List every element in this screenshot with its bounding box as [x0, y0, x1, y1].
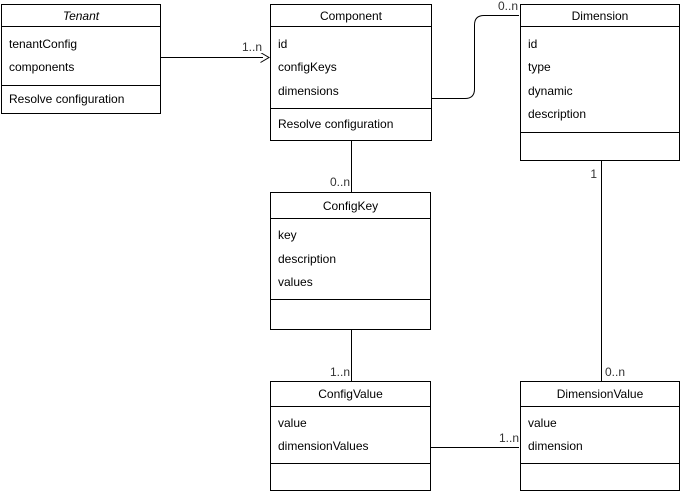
multiplicity-label: 1: [578, 168, 598, 180]
arrowhead-open-icon: [260, 52, 270, 63]
class-attribute: description: [278, 251, 337, 266]
class-box-dimension: Dimension id type dynamic description: [520, 4, 680, 161]
class-attributes-section: key description values: [271, 219, 430, 299]
class-box-configvalue: ConfigValue value dimensionValues: [270, 381, 431, 491]
class-attribute: id: [278, 36, 288, 51]
class-attributes-section: id configKeys dimensions: [271, 27, 431, 108]
class-title: Component: [271, 5, 431, 27]
class-attribute: components: [9, 60, 75, 75]
class-attribute: tenantConfig: [9, 36, 78, 51]
class-methods-section-empty: [271, 299, 430, 329]
class-title: ConfigKey: [271, 193, 430, 219]
class-method: Resolve configuration: [278, 117, 394, 131]
multiplicity-label: 0..n: [604, 365, 627, 379]
multiplicity-label: 1..n: [323, 366, 351, 378]
class-attribute: values: [278, 274, 313, 289]
class-method: Resolve configuration: [9, 92, 125, 106]
class-box-dimensionvalue: DimensionValue value dimension: [520, 381, 680, 491]
class-methods-section: Resolve configuration: [2, 85, 160, 113]
class-attribute: key: [278, 228, 297, 243]
class-attribute: id: [528, 36, 538, 51]
class-attributes-section: value dimension: [521, 407, 679, 463]
class-attribute: value: [278, 416, 307, 430]
class-title: Tenant: [2, 5, 160, 27]
class-attribute: dynamic: [528, 83, 573, 98]
class-attribute: dimension: [528, 439, 583, 453]
class-attributes-section: value dimensionValues: [271, 407, 430, 463]
class-methods-section-empty: [521, 132, 679, 160]
class-attribute: dimensions: [278, 83, 339, 98]
multiplicity-label: 0..n: [323, 176, 351, 188]
class-methods-section-empty: [271, 463, 430, 490]
class-methods-section-empty: [521, 463, 679, 490]
class-methods-section: Resolve configuration: [271, 108, 431, 140]
class-attribute: description: [528, 107, 587, 122]
multiplicity-label: 1..n: [235, 41, 263, 53]
class-attribute: dimensionValues: [278, 439, 369, 453]
class-attributes-section: id type dynamic description: [521, 27, 679, 132]
class-attribute: configKeys: [278, 60, 337, 74]
class-attributes-section: tenantConfig components: [2, 27, 160, 85]
class-title: Dimension: [521, 5, 679, 27]
class-title: ConfigValue: [271, 382, 430, 407]
class-box-tenant: Tenant tenantConfig components Resolve c…: [1, 4, 161, 114]
multiplicity-label: 0..n: [497, 0, 520, 13]
class-box-configkey: ConfigKey key description values: [270, 192, 431, 330]
class-attribute: value: [528, 416, 557, 430]
connector-component-dimension: [432, 15, 519, 99]
class-title: DimensionValue: [521, 382, 679, 407]
class-box-component: Component id configKeys dimensions Resol…: [270, 4, 432, 141]
class-attribute: type: [528, 60, 551, 75]
multiplicity-label: 1..n: [492, 432, 520, 444]
